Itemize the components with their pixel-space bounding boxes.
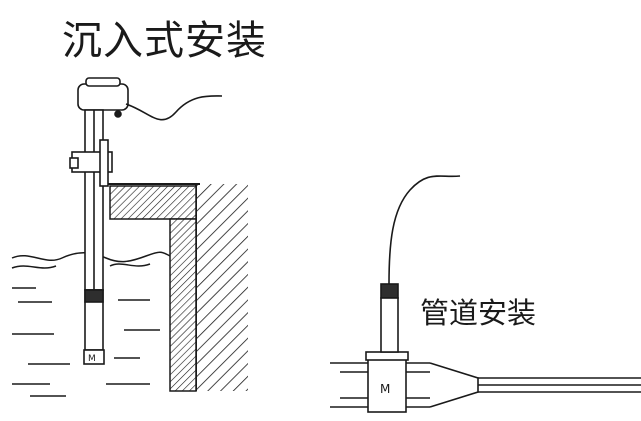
sensor-body	[380, 297, 399, 353]
submersible-installation-title: 沉入式安装	[62, 18, 267, 64]
wall-hatch	[196, 184, 248, 391]
water-surface-line	[11, 251, 171, 263]
pipeline	[330, 351, 641, 413]
pipeline-sensor-icon	[380, 175, 461, 353]
probe-tip	[83, 349, 105, 365]
tee-flange	[365, 351, 409, 361]
clamp-bolt	[69, 157, 79, 169]
pipeline-installation-label: 管道安装	[420, 296, 537, 330]
ledge-support	[169, 218, 197, 392]
sensor-band	[380, 283, 399, 299]
signal-cable	[125, 95, 223, 121]
tee-marking: M	[380, 382, 390, 396]
water-ripple	[109, 263, 151, 267]
submersible-sensor-icon	[69, 77, 223, 365]
support-rod	[99, 139, 109, 187]
cable-gland	[114, 110, 122, 118]
water	[11, 251, 171, 397]
junction-cap	[85, 77, 121, 87]
water-ripple	[11, 265, 57, 269]
probe-marking: M	[88, 354, 96, 364]
probe-band	[84, 289, 104, 303]
junction-box	[77, 83, 129, 111]
pipeline-cable	[388, 175, 461, 285]
mounting-ledge	[109, 185, 197, 220]
tank-wall	[100, 183, 248, 392]
pipe-reducer	[429, 362, 479, 408]
